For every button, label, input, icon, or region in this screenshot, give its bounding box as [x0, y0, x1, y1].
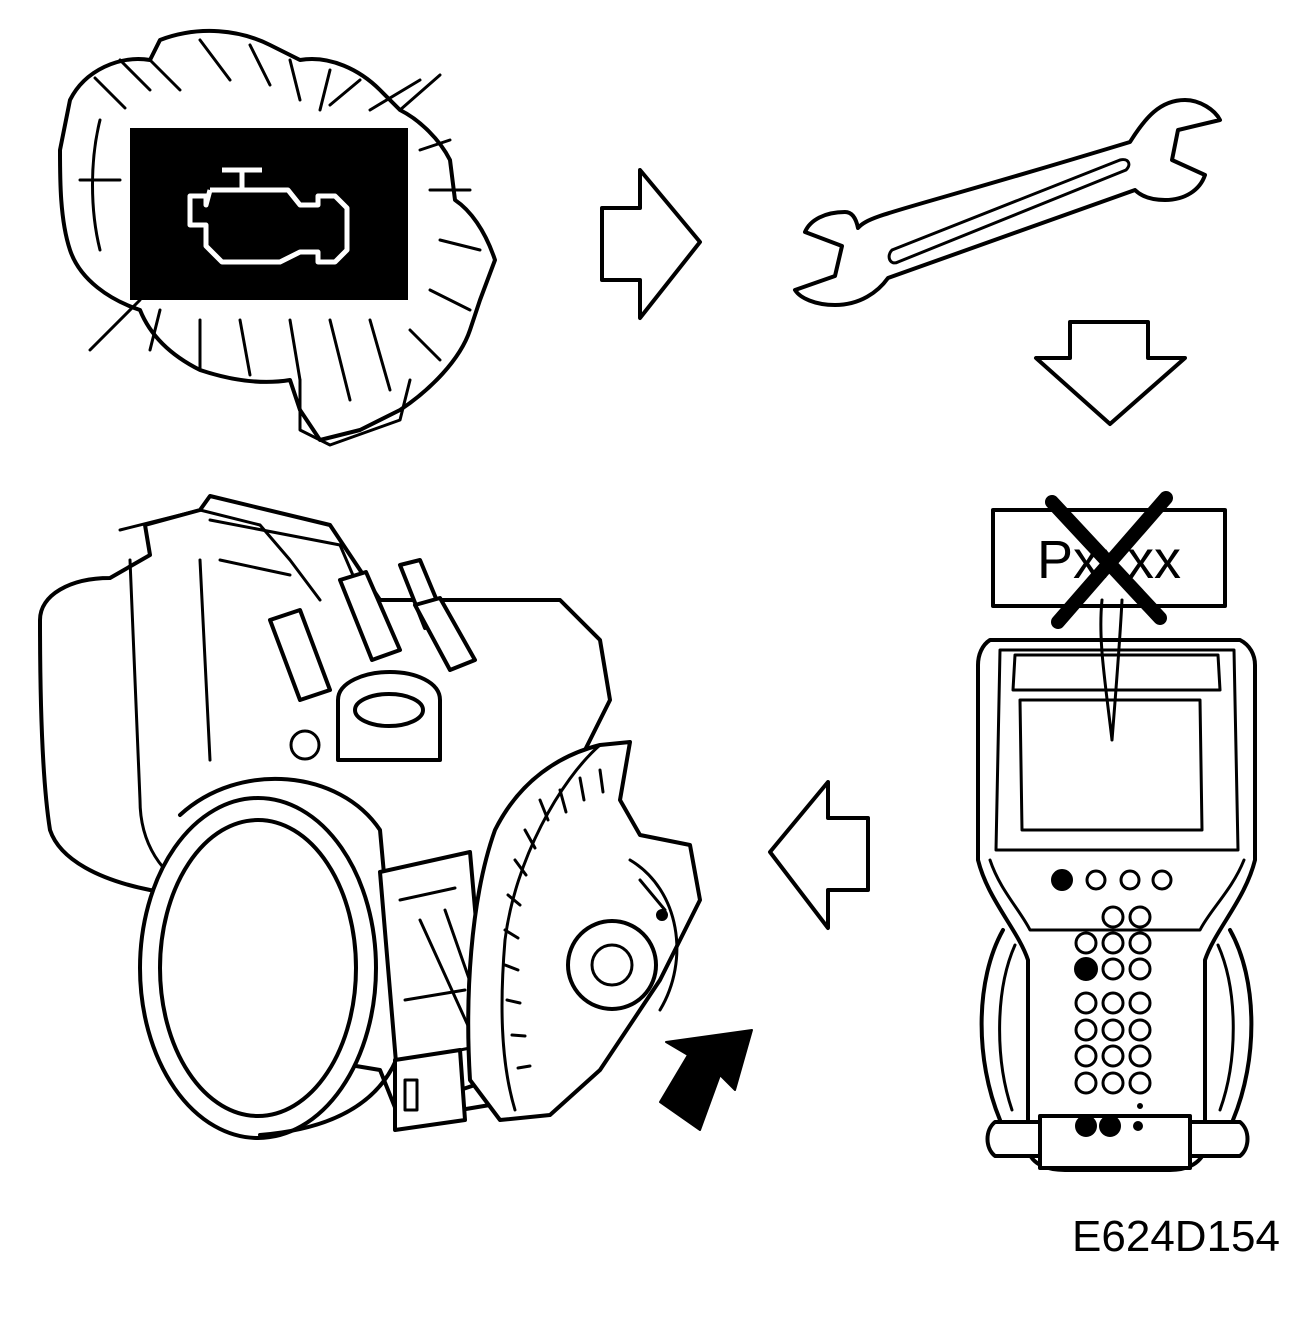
figure-reference-code: E624D154	[1072, 1212, 1280, 1261]
warning-light-panel	[130, 128, 408, 300]
diagnostic-scan-tool-icon	[976, 598, 1257, 1172]
pointer-arrow-icon	[659, 1029, 753, 1131]
open-end-wrench-icon	[793, 98, 1222, 307]
dtc-code-box: Pxxxx	[991, 491, 1227, 629]
engine-with-warning-light	[58, 29, 497, 447]
check-engine-warning-icon	[187, 167, 350, 265]
arrow-down-icon	[1034, 320, 1187, 426]
throttle-body-icon	[38, 494, 753, 1140]
arrow-left-icon	[768, 780, 870, 930]
cleared-code-cross-icon	[1045, 491, 1173, 629]
arrow-right-icon	[600, 168, 702, 320]
